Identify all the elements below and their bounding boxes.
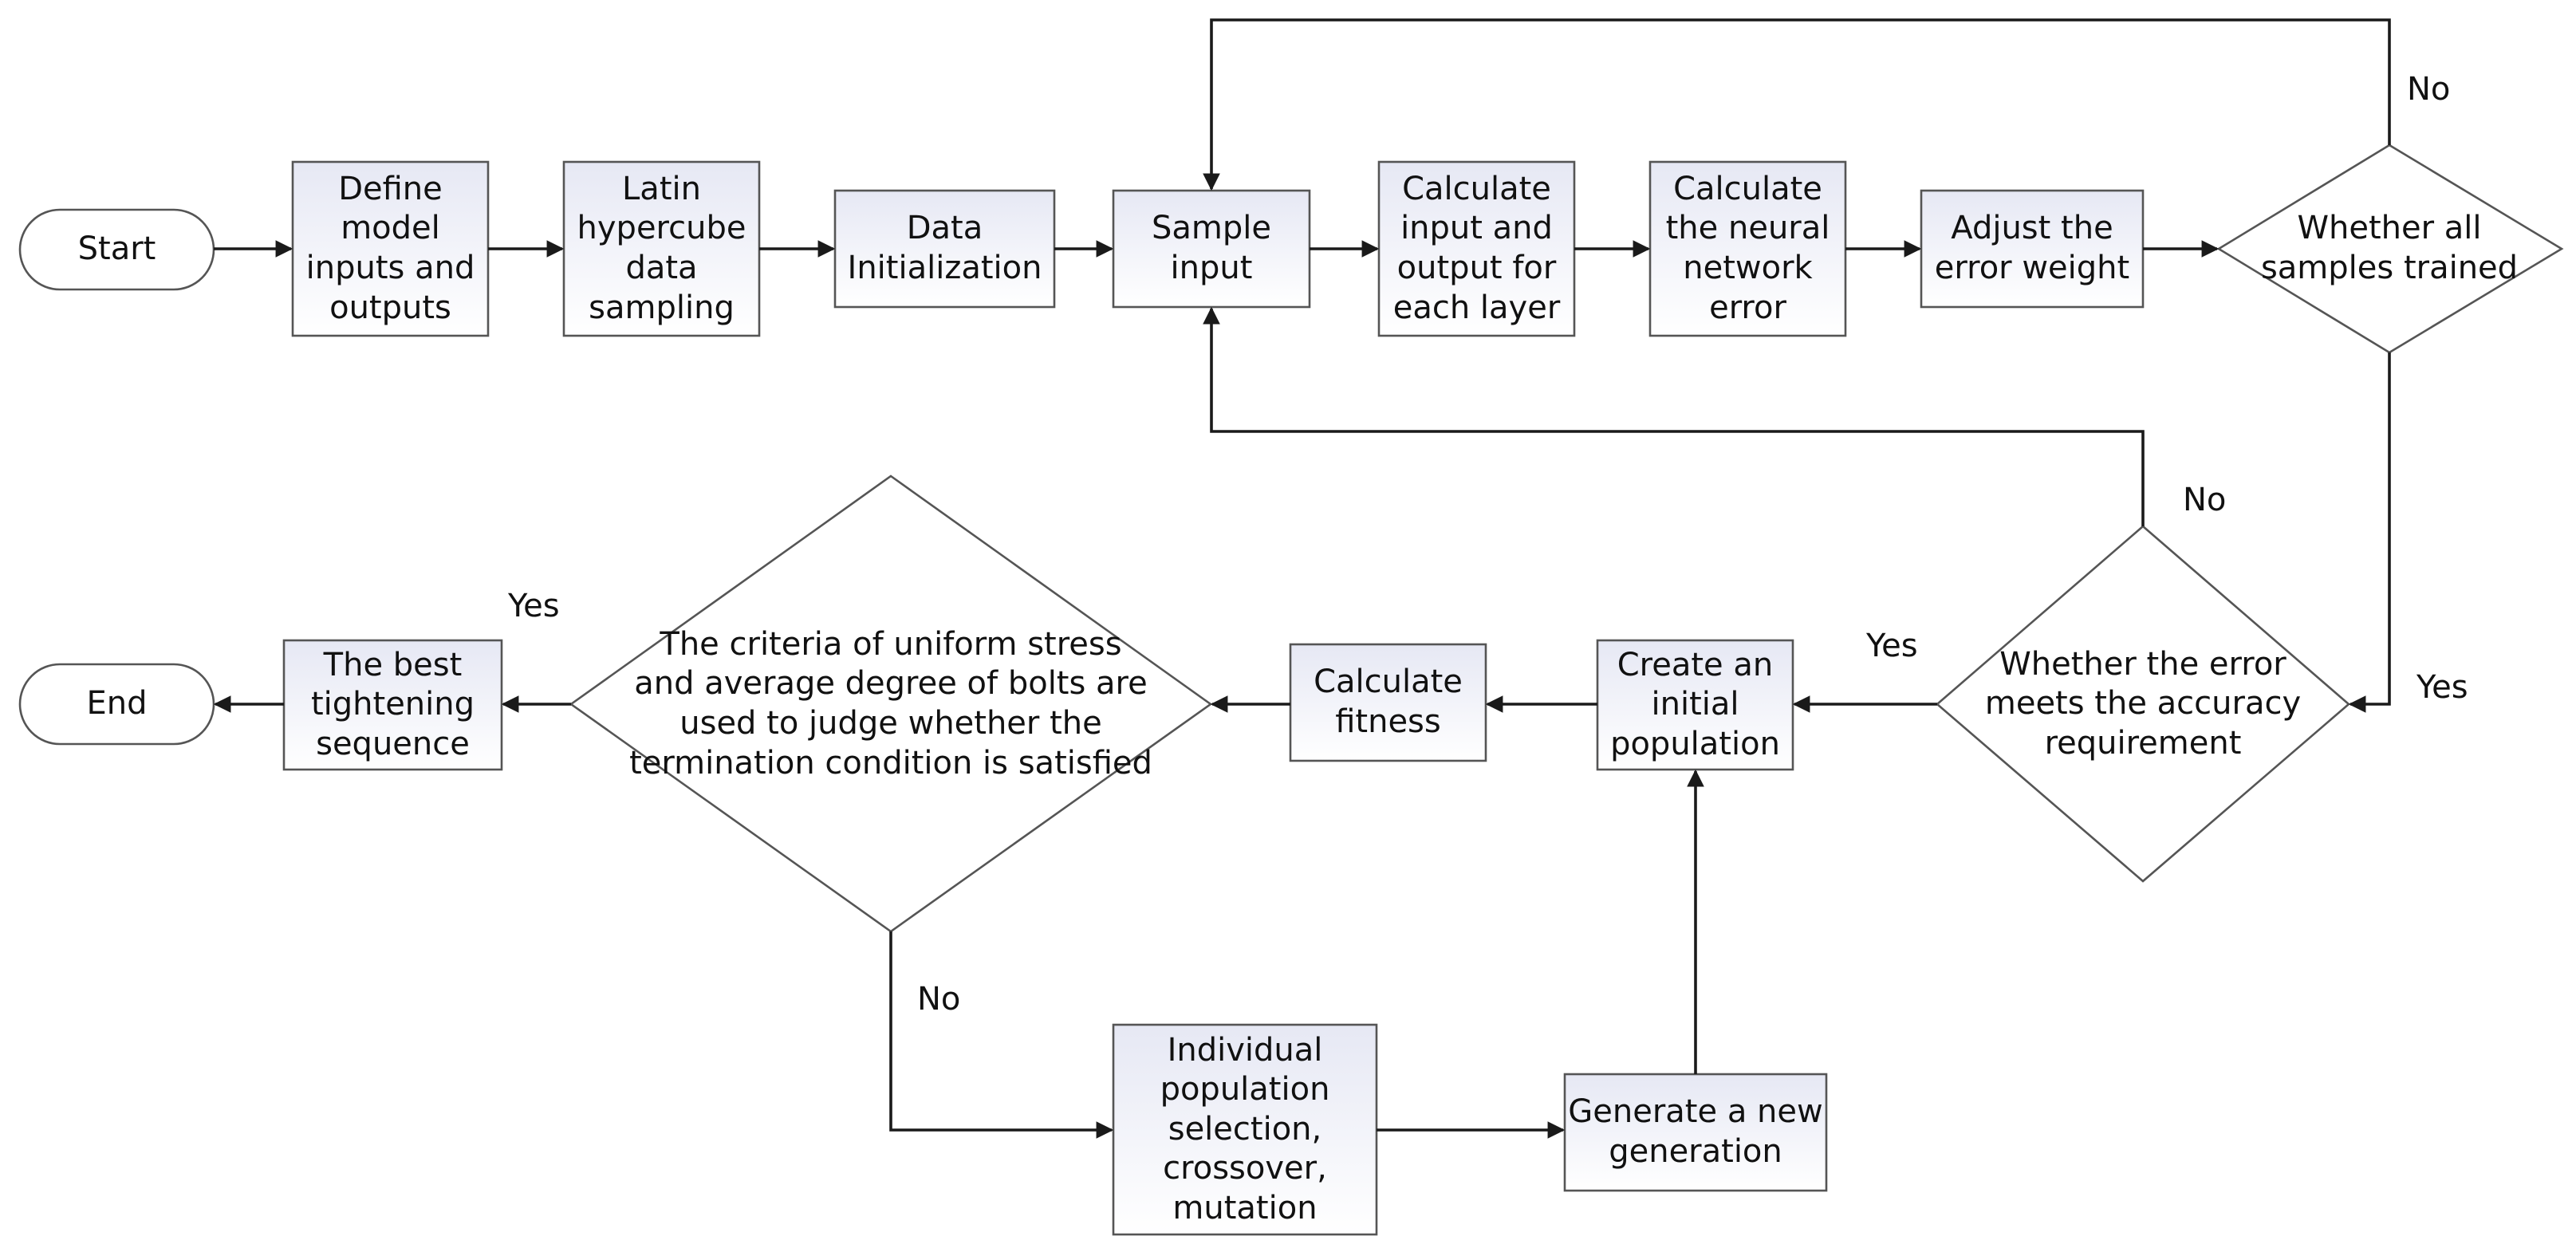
calculate-fitness-box: Calculate fitness (1314, 663, 1463, 740)
edge-label-all-trained-yes: Yes (2416, 669, 2468, 706)
edge-label-criteria-no: No (917, 981, 961, 1018)
fitness-box-shape (1289, 643, 1487, 762)
edge-alltrained-no (1203, 18, 2391, 191)
define-box-shape (291, 160, 490, 337)
selection-box-shape (1112, 1023, 1378, 1236)
create-pop-box-shape (1596, 639, 1794, 771)
define-inputs-outputs-box: Define model inputs and outputs (305, 170, 475, 326)
edge-label-accuracy-yes: Yes (1866, 628, 1918, 664)
adjust-error-weight-box: Adjust the error weight (1934, 210, 2130, 286)
sample-input-box: Sample input (1152, 210, 1271, 286)
end-terminal: End (86, 685, 148, 722)
termination-criteria-decision: The criteria of uniform stress and avera… (629, 625, 1152, 782)
latin-hypercube-sampling-box: Latin hypercube data sampling (577, 170, 746, 326)
best-box-shape (282, 639, 503, 771)
calc-err-box-shape (1648, 160, 1847, 337)
best-tightening-sequence-box: The best tightening sequence (310, 646, 475, 762)
edge-accuracy-no (1203, 306, 2145, 526)
accuracy-requirement-decision: Whether the error meets the accuracy req… (1984, 645, 2302, 762)
all-samples-trained-decision: Whether all samples trained (2260, 210, 2519, 286)
adjust-box-shape (1920, 189, 2145, 309)
create-initial-population-box: Create an initial population (1610, 646, 1780, 762)
edge-alltrained-yes (2348, 352, 2391, 713)
new-gen-box-shape (1563, 1073, 1828, 1192)
generate-new-generation-box: Generate a new generation (1568, 1093, 1823, 1170)
selection-crossover-mutation-box: Individual population selection, crossov… (1160, 1031, 1330, 1226)
data-initialization-box: Data Initialization (847, 210, 1042, 286)
accuracy-diamond-shape (1936, 525, 2350, 883)
calc-io-box-shape (1377, 160, 1576, 337)
calculate-network-error-box: Calculate the neural network error (1665, 170, 1830, 326)
edge-label-criteria-yes: Yes (508, 588, 560, 624)
edge-label-all-trained-no: No (2407, 71, 2451, 108)
edge-criteria-no (889, 931, 1114, 1139)
calculate-layer-io-box: Calculate input and output for each laye… (1392, 170, 1561, 326)
edge-label-accuracy-no: No (2183, 482, 2227, 518)
start-terminal: Start (77, 230, 156, 268)
